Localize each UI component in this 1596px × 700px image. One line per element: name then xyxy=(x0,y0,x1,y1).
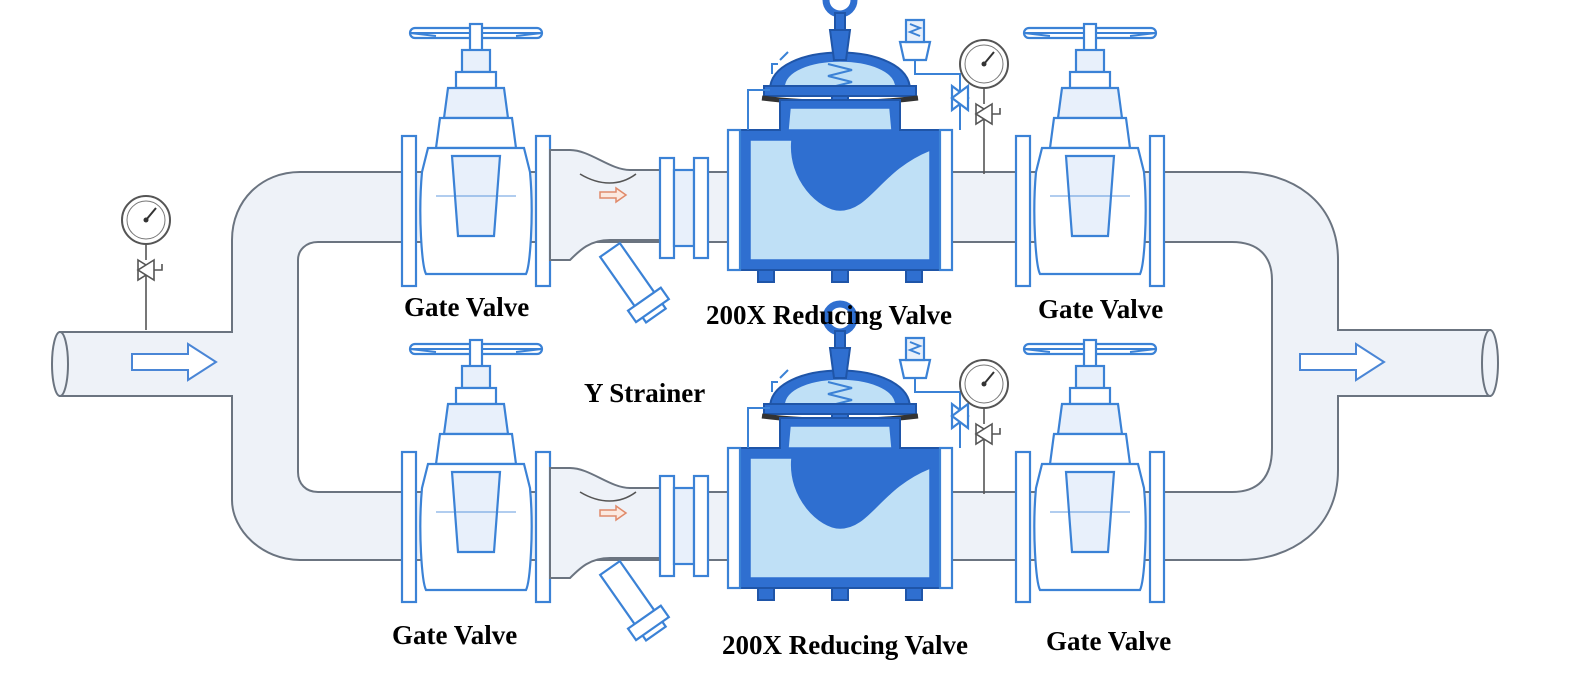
inlet-pressure-gauge-icon xyxy=(121,195,171,331)
label-gate-valve-top-left: Gate Valve xyxy=(404,292,530,322)
gate-valve-top-right-icon xyxy=(1014,22,1166,288)
reducing-valve-top-icon xyxy=(728,0,968,282)
label-gate-valve-bottom-left: Gate Valve xyxy=(392,620,518,650)
gate-valve-top-left-icon xyxy=(400,22,552,288)
label-reducing-valve-bottom: 200X Reducing Valve xyxy=(722,630,969,660)
y-strainer-bottom-icon xyxy=(548,466,710,647)
label-gate-valve-top-right: Gate Valve xyxy=(1038,294,1164,324)
label-reducing-valve-top: 200X Reducing Valve xyxy=(706,300,953,330)
label-gate-valve-bottom-right: Gate Valve xyxy=(1046,626,1172,656)
label-y-strainer: Y Strainer xyxy=(584,378,706,408)
